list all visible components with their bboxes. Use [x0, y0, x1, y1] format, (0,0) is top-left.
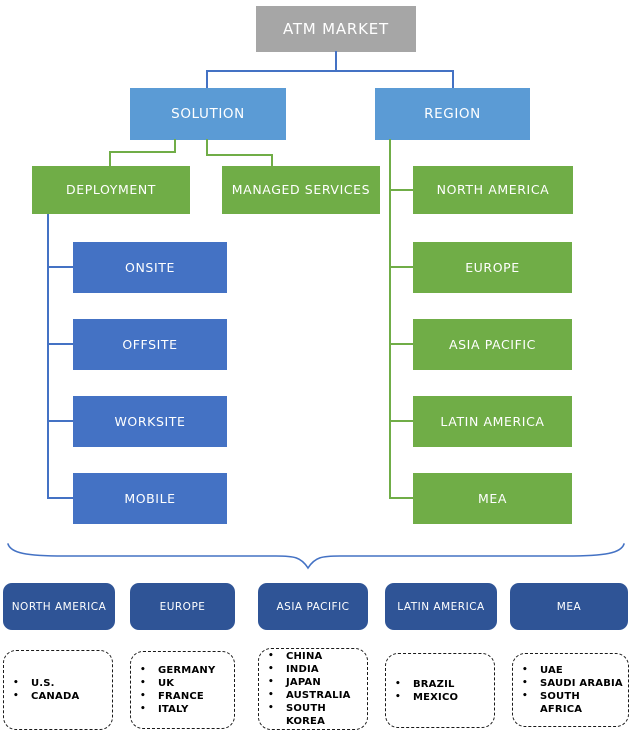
summary-latin-america: LATIN AMERICA — [385, 583, 497, 630]
connector-line — [335, 51, 337, 72]
connector-line — [47, 497, 73, 499]
summary-europe: EUROPE — [130, 583, 235, 630]
list-item: •MEXICO — [395, 691, 459, 703]
list-item: •SAUDI ARABIA — [522, 678, 623, 689]
connector-line — [206, 154, 273, 156]
bullet-icon: • — [268, 677, 274, 687]
list-item: •ITALY — [140, 704, 189, 715]
connector-line — [47, 266, 73, 268]
connector-line — [389, 139, 391, 499]
summary-north-america: NORTH AMERICA — [3, 583, 115, 630]
bullet-icon: • — [140, 665, 146, 675]
country-list-north-america: •U.S. •CANADA — [3, 650, 113, 730]
node-latin-america: LATIN AMERICA — [413, 396, 572, 447]
list-item: •U.S. — [13, 678, 55, 689]
connector-line — [389, 189, 413, 191]
list-item: •AUSTRALIA — [268, 690, 351, 701]
country-list-latin-america: •BRAZIL •MEXICO — [385, 653, 495, 728]
node-region: REGION — [375, 88, 530, 140]
list-item: •CHINA — [268, 651, 323, 662]
list-item: •SOUTH KOREA — [268, 703, 326, 727]
node-offsite: OFFSITE — [73, 319, 227, 370]
connector-line — [206, 70, 454, 72]
list-item: •UAE — [522, 665, 563, 676]
list-item: •FRANCE — [140, 691, 204, 702]
connector-line — [271, 154, 273, 167]
connector-line — [174, 139, 176, 153]
list-item: •BRAZIL — [395, 678, 455, 690]
connector-line — [109, 151, 111, 167]
country-list-mea: •UAE •SAUDI ARABIA •SOUTH AFRICA — [512, 653, 629, 727]
connector-line — [389, 497, 413, 499]
bullet-icon: • — [522, 678, 528, 688]
connector-line — [389, 266, 413, 268]
node-worksite: WORKSITE — [73, 396, 227, 447]
connector-line — [206, 70, 208, 89]
list-item: •SOUTH AFRICA — [522, 691, 583, 715]
connector-line — [109, 151, 176, 153]
bullet-icon: • — [268, 690, 274, 700]
bullet-icon: • — [140, 704, 146, 714]
connector-line — [47, 213, 49, 499]
bullet-icon: • — [522, 691, 528, 701]
node-europe: EUROPE — [413, 242, 572, 293]
bullet-icon: • — [140, 691, 146, 701]
node-north-america: NORTH AMERICA — [413, 166, 573, 214]
list-item: •INDIA — [268, 664, 319, 675]
connector-line — [389, 343, 413, 345]
bullet-icon: • — [395, 678, 401, 689]
list-item: •UK — [140, 678, 175, 689]
connector-line — [206, 139, 208, 156]
bullet-icon: • — [13, 678, 19, 688]
connector-line — [389, 420, 413, 422]
node-asia-pacific: ASIA PACIFIC — [413, 319, 572, 370]
bullet-icon: • — [140, 678, 146, 688]
node-onsite: ONSITE — [73, 242, 227, 293]
country-list-europe: •GERMANY •UK •FRANCE •ITALY — [130, 651, 235, 729]
summary-asia-pacific: ASIA PACIFIC — [258, 583, 368, 630]
node-mobile: MOBILE — [73, 473, 227, 524]
node-solution: SOLUTION — [130, 88, 286, 140]
connector-line — [452, 70, 454, 89]
bullet-icon: • — [268, 651, 274, 661]
node-managed-services: MANAGED SERVICES — [222, 166, 380, 214]
list-item: •CANADA — [13, 691, 80, 702]
curly-brace — [7, 543, 625, 570]
bullet-icon: • — [522, 665, 528, 675]
list-item: •GERMANY — [140, 665, 216, 676]
connector-line — [47, 420, 73, 422]
node-atm-market: ATM MARKET — [256, 6, 416, 52]
node-mea: MEA — [413, 473, 572, 524]
connector-line — [47, 343, 73, 345]
list-item: •JAPAN — [268, 677, 321, 688]
bullet-icon: • — [395, 691, 401, 702]
bullet-icon: • — [268, 664, 274, 674]
node-deployment: DEPLOYMENT — [32, 166, 190, 214]
bullet-icon: • — [268, 703, 274, 713]
country-list-asia-pacific: •CHINA •INDIA •JAPAN •AUSTRALIA •SOUTH K… — [258, 648, 368, 730]
summary-mea: MEA — [510, 583, 628, 630]
bullet-icon: • — [13, 691, 19, 701]
